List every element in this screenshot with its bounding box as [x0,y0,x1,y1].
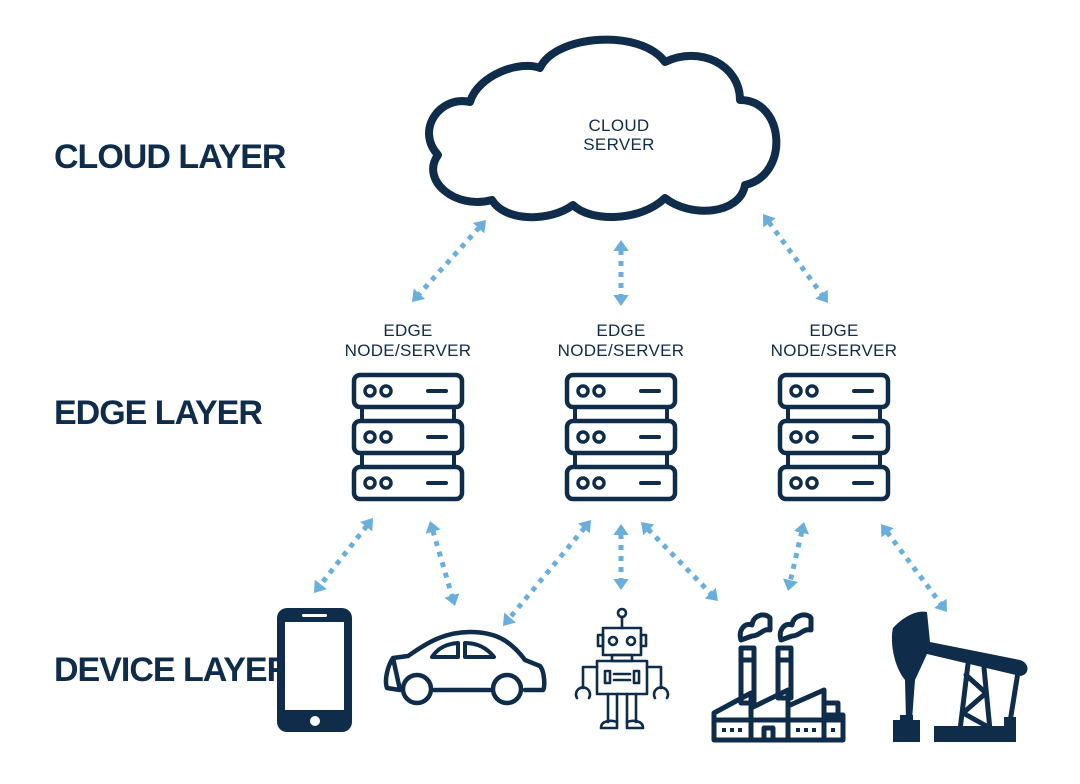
layer-label-edge: EDGE LAYER [54,394,262,432]
server-led [576,430,590,444]
layer-label-cloud: CLOUD LAYER [54,138,286,176]
connection-arrow-cloud-edge-2 [613,240,629,306]
server-rack-icon [351,372,465,502]
arrow-line [766,220,825,297]
server-unit [351,418,465,456]
arrow-head [412,288,426,302]
arrow-line [787,531,805,582]
arrow-line [646,527,713,596]
server-unit [351,372,465,410]
arrow-line [885,530,943,606]
arrow-line [430,529,455,598]
server-led [379,384,393,398]
arrow-head [934,598,947,612]
server-rack-icon [777,372,891,502]
server-unit [351,464,465,502]
arrow-head [314,579,327,593]
edge-node-label-line2: NODE/SERVER [771,341,898,360]
server-led [363,430,377,444]
server-led [379,476,393,490]
server-led [805,430,819,444]
arrow-head [472,220,486,234]
cloud-label-line2: SERVER [583,135,654,154]
edge-node-label-line2: NODE/SERVER [345,341,472,360]
edge-node: EDGE NODE/SERVER [771,321,898,502]
edge-node: EDGE NODE/SERVER [558,321,685,502]
edge-node: EDGE NODE/SERVER [345,321,472,502]
arrow-head [578,520,591,534]
server-led [592,476,606,490]
server-rack-icon [564,372,678,502]
edge-node-label-line1: EDGE [809,321,858,340]
arrow-head [503,612,516,626]
arrow-head [613,295,629,306]
server-led [379,430,393,444]
arrow-head [425,521,441,534]
server-led [789,430,803,444]
server-led [363,384,377,398]
arrow-head [881,524,894,538]
server-led [805,384,819,398]
server-unit [564,372,678,410]
arrow-line [318,524,369,587]
server-led [363,476,377,490]
connection-arrow-edge-2-factory [641,522,718,601]
server-led [789,384,803,398]
edge-node-label-line2: NODE/SERVER [558,341,685,360]
arrow-head [613,524,629,535]
edge-node-label-line1: EDGE [596,321,645,340]
connection-arrow-edge-3-oil-pump [881,524,947,612]
arrow-line [507,526,587,620]
oil-pump-jack-icon [891,611,1028,742]
server-unit [777,372,891,410]
server-led [576,384,590,398]
cloud-label-line1: CLOUD [588,116,649,135]
arrow-head [641,522,655,536]
connection-arrow-cloud-edge-1 [412,220,486,302]
arrow-head [613,240,629,251]
server-unit [777,418,891,456]
connection-arrow-edge-1-car [425,521,460,606]
cloud-server: CLOUD SERVER [425,35,781,222]
factory-icon [711,612,846,743]
smartphone-icon [277,608,352,732]
arrow-line [416,225,482,297]
server-unit [564,464,678,502]
car-icon [383,629,547,706]
connection-arrow-edge-3-factory [782,522,810,591]
arrow-head [704,587,718,601]
connection-arrow-edge-2-car [503,520,591,626]
server-led [592,384,606,398]
cloud-icon [425,35,781,222]
connection-arrow-cloud-edge-3 [763,214,828,303]
connection-arrows [314,214,947,626]
edge-node-label-line1: EDGE [383,321,432,340]
connection-arrow-edge-1-smartphone [314,518,373,593]
robot-icon [574,607,670,730]
arrow-head [794,522,810,535]
server-led [576,476,590,490]
server-led [805,476,819,490]
server-led [592,430,606,444]
arrow-head [360,518,373,532]
server-unit [777,464,891,502]
arrow-head [444,593,460,606]
connection-arrow-edge-2-robot [613,524,629,590]
arrow-head [815,289,828,303]
server-unit [564,418,678,456]
arrow-head [613,579,629,590]
server-led [789,476,803,490]
layer-label-device: DEVICE LAYER [54,651,291,689]
arrow-head [782,578,798,591]
arrow-head [763,214,776,228]
